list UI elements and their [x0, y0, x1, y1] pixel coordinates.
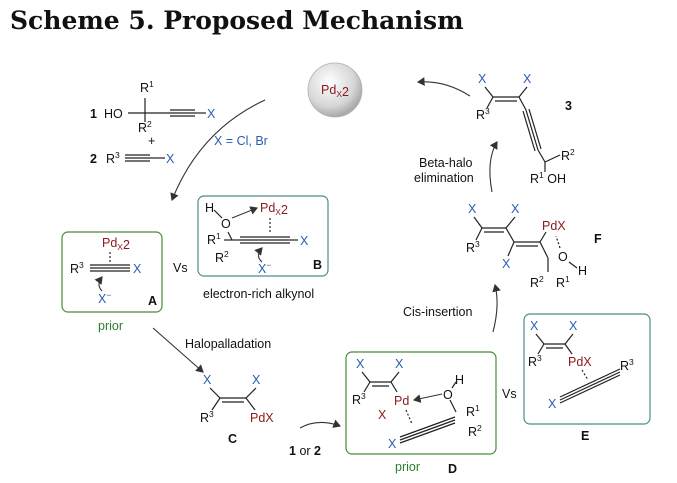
- svg-text:X: X: [395, 357, 404, 371]
- reagent-1: 1 HO R1 R2 X +: [90, 79, 216, 148]
- halide-note: X = Cl, Br: [214, 134, 268, 148]
- intermediate-C: X X R3 PdX C: [200, 373, 274, 446]
- svg-text:H: H: [455, 373, 464, 387]
- arrow-halopalladation: [152, 327, 204, 373]
- arrow-catalyst-to-A: [170, 99, 266, 202]
- complex-A: PdX2 R3 X X− A: [70, 236, 157, 308]
- svg-text:X: X: [300, 234, 309, 248]
- svg-text:R3: R3: [352, 391, 366, 407]
- svg-text:O: O: [443, 388, 453, 402]
- label-E: E: [581, 429, 589, 443]
- svg-text:X: X: [133, 262, 142, 276]
- catalyst-sphere: PdX2: [307, 62, 363, 118]
- svg-text:PdX2: PdX2: [321, 83, 349, 99]
- electron-rich-label: electron-rich alkynol: [203, 287, 314, 301]
- svg-text:X: X: [203, 373, 212, 387]
- svg-text:O: O: [221, 217, 231, 231]
- reagent-2: 2 R3 X: [90, 150, 175, 166]
- box-E: [523, 313, 651, 425]
- svg-text:R2: R2: [215, 249, 229, 265]
- box-A: [61, 231, 163, 313]
- svg-text:O: O: [558, 250, 568, 264]
- svg-text:X: X: [388, 437, 397, 451]
- svg-text:R3: R3: [466, 239, 480, 255]
- product-3: X X R3 R2 R1 OH 3: [476, 72, 575, 186]
- reagent-2-number: 2: [90, 152, 97, 166]
- svg-text:R1 OH: R1 OH: [530, 170, 566, 186]
- complex-B: H O PdX2 R1 X R2 X− B: [205, 201, 322, 276]
- svg-text:X: X: [252, 373, 261, 387]
- label-3: 3: [565, 99, 572, 113]
- svg-text:X: X: [548, 397, 557, 411]
- arrow-1-or-2: [299, 419, 342, 429]
- svg-text:PdX: PdX: [568, 355, 592, 369]
- beta-label-2: elimination: [414, 171, 474, 185]
- box-B: [197, 195, 329, 277]
- intermediate-F: X X R3 X PdX O H R2 R1 F: [466, 202, 602, 290]
- svg-text:R1: R1: [466, 403, 480, 419]
- svg-text:R3: R3: [620, 357, 634, 373]
- beta-label-1: Beta-halo: [419, 156, 473, 170]
- arrow-cis-insertion: [492, 283, 501, 333]
- svg-text:X: X: [207, 107, 216, 121]
- svg-text:R3: R3: [200, 409, 214, 425]
- halopalladation-label: Halopalladation: [185, 337, 271, 351]
- svg-text:R1: R1: [556, 274, 570, 290]
- svg-text:Pd: Pd: [394, 394, 409, 408]
- svg-text:R3: R3: [528, 353, 542, 369]
- label-A: A: [148, 294, 157, 308]
- complex-E: X X R3 PdX R3 X: [528, 319, 634, 411]
- svg-text:PdX2: PdX2: [260, 201, 288, 217]
- svg-text:R2: R2: [561, 147, 575, 163]
- svg-text:X−: X−: [258, 260, 271, 276]
- label-F: F: [594, 232, 602, 246]
- svg-text:X−: X−: [98, 290, 111, 306]
- svg-text:R3: R3: [106, 150, 120, 166]
- svg-text:H: H: [205, 201, 214, 215]
- svg-text:PdX: PdX: [542, 219, 566, 233]
- svg-text:R3: R3: [70, 260, 84, 276]
- arrow-product-to-catalyst: [416, 77, 471, 97]
- svg-text:R2: R2: [530, 274, 544, 290]
- svg-text:X: X: [523, 72, 532, 86]
- prior-label-1: prior: [98, 319, 123, 333]
- svg-text:H: H: [578, 264, 587, 278]
- prior-label-2: prior: [395, 460, 420, 474]
- svg-text:R3: R3: [476, 106, 490, 122]
- svg-text:X: X: [166, 152, 175, 166]
- box-D: [345, 351, 497, 455]
- svg-text:R1: R1: [140, 79, 154, 95]
- complex-D: X X R3 Pd X O H R1 R2 X: [352, 357, 482, 451]
- scheme-title: Scheme 5. Proposed Mechanism: [10, 6, 464, 35]
- reagent-1-number: 1: [90, 107, 97, 121]
- svg-text:R1: R1: [207, 231, 221, 247]
- label-D: D: [448, 462, 457, 476]
- svg-text:PdX2: PdX2: [102, 236, 130, 252]
- svg-text:X: X: [502, 257, 511, 271]
- plus-sign: +: [148, 134, 155, 148]
- cis-insertion-label: Cis-insertion: [403, 305, 473, 319]
- svg-text:X: X: [511, 202, 520, 216]
- svg-text:X: X: [468, 202, 477, 216]
- arrow-beta-elimination: [489, 141, 498, 193]
- regen-text: 1 or 2: [289, 444, 321, 458]
- svg-text:X: X: [478, 72, 487, 86]
- svg-text:X: X: [569, 319, 578, 333]
- label-B: B: [313, 258, 322, 272]
- vs-label-2: Vs: [502, 387, 517, 401]
- svg-text:R2: R2: [468, 423, 482, 439]
- vs-label-1: Vs: [173, 261, 188, 275]
- svg-text:HO: HO: [104, 107, 123, 121]
- svg-text:X: X: [530, 319, 539, 333]
- svg-text:PdX: PdX: [250, 411, 274, 425]
- label-C: C: [228, 432, 237, 446]
- svg-text:X: X: [378, 408, 387, 422]
- svg-text:X: X: [356, 357, 365, 371]
